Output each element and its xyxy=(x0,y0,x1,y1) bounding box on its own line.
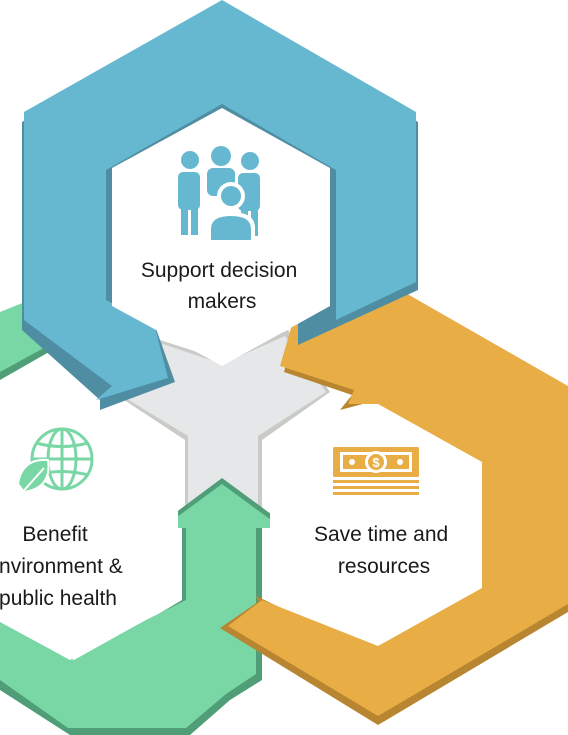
money-stack-icon: $ xyxy=(333,447,419,495)
svg-text:$: $ xyxy=(372,455,380,470)
support-label: Support decision makers xyxy=(141,259,303,313)
people-group-icon xyxy=(178,146,260,240)
orange-arrow-segment xyxy=(220,276,568,725)
eco-globe-icon xyxy=(16,427,94,496)
benefit-label: Benefit environment & public health xyxy=(0,523,129,610)
save-hexagon-panel xyxy=(270,410,478,640)
save-label: Save time and resources xyxy=(314,523,454,578)
